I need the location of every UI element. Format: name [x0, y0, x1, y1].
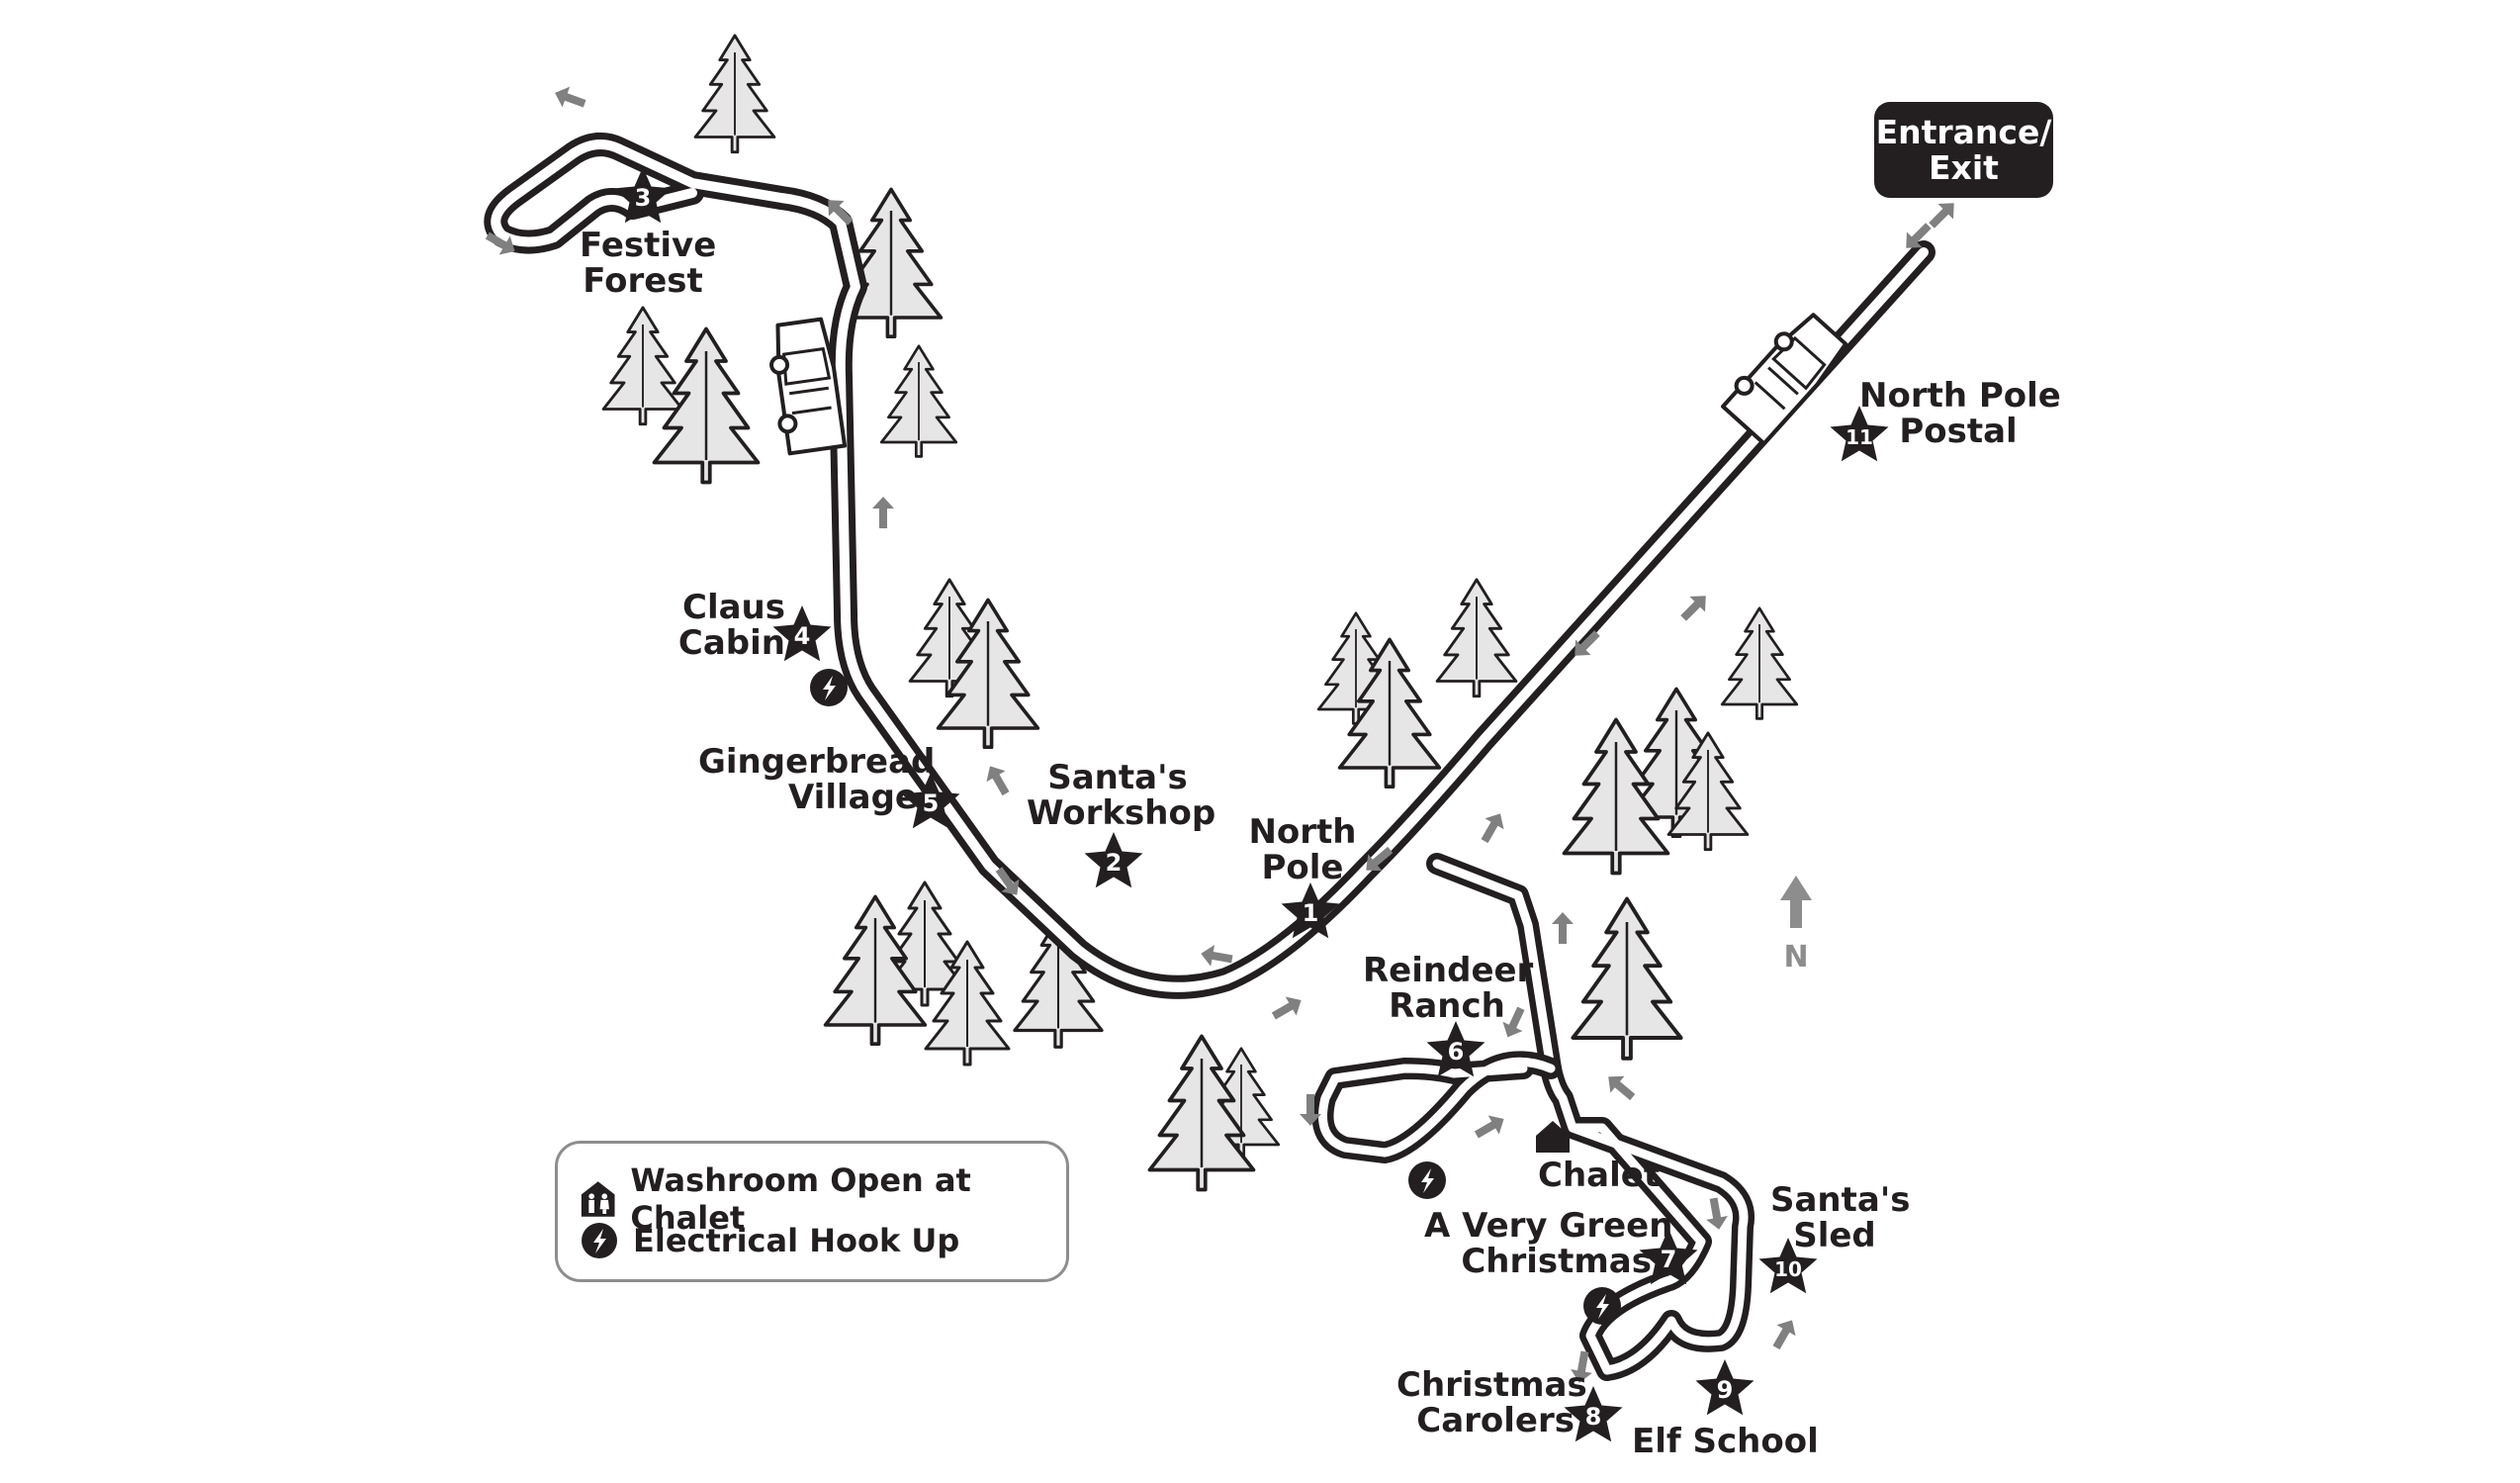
svg-text:7: 7: [1661, 1246, 1677, 1273]
chalet-icon: [1536, 1121, 1570, 1153]
arrow-icon: [1471, 1109, 1510, 1145]
arrow-icon: [1268, 990, 1307, 1026]
north-label: N: [1783, 940, 1809, 974]
star-marker-7: 7: [1639, 1229, 1698, 1285]
star-marker-10: 10: [1758, 1238, 1818, 1294]
arrow-icon: [1552, 912, 1574, 944]
legend-electrical-text: Electrical Hook Up: [633, 1222, 960, 1259]
star-marker-11: 11: [1830, 406, 1889, 462]
svg-text:6: 6: [1448, 1038, 1465, 1066]
lightning-bolt-icon: [582, 1223, 617, 1258]
star-marker-9: 9: [1695, 1359, 1755, 1416]
svg-text:9: 9: [1717, 1376, 1734, 1404]
road-south: [1426, 853, 1755, 1381]
star-marker-5: 5: [901, 773, 960, 829]
lightning-bolt-icon: [1583, 1287, 1621, 1325]
road-main: [484, 133, 1935, 999]
legend-electrical-row: Electrical Hook Up: [580, 1221, 959, 1260]
svg-text:2: 2: [1106, 849, 1123, 877]
arrow-icon: [1675, 588, 1714, 626]
star-marker-8: 8: [1564, 1386, 1623, 1442]
entrance-line1: Entrance/: [1875, 112, 2052, 151]
stop-markers: 1 2 3 4 5 6 7 8 9 10 11: [613, 167, 1889, 1442]
car-icon: [1716, 305, 1852, 446]
svg-text:11: 11: [1845, 425, 1873, 449]
legend-box: Washroom Open at Chalet Electrical Hook …: [555, 1141, 1069, 1282]
arrow-icon: [1702, 1196, 1730, 1232]
lightning-bolt-icon: [1408, 1161, 1446, 1199]
entrance-exit-box[interactable]: Entrance/ Exit: [1874, 102, 2053, 198]
svg-text:10: 10: [1774, 1257, 1802, 1281]
svg-text:5: 5: [923, 789, 940, 817]
tree-icon: [879, 344, 958, 458]
tree-icon: [1435, 578, 1518, 698]
north-arrow-icon: [1780, 876, 1812, 928]
stop-label-9: Elf School: [1632, 1422, 1819, 1461]
tree-icon: [601, 306, 684, 426]
star-marker-4: 4: [772, 605, 832, 662]
star-marker-1: 1: [1281, 882, 1340, 939]
chalet-label: Chalet: [1538, 1156, 1661, 1195]
arrow-icon: [980, 760, 1016, 799]
road-loop-west: [1311, 1051, 1562, 1163]
arrow-icon: [1475, 807, 1510, 847]
star-marker-3: 3: [613, 167, 673, 224]
svg-text:3: 3: [635, 184, 652, 212]
star-marker-6: 6: [1426, 1021, 1485, 1077]
entrance-line2: Exit: [1929, 147, 1999, 187]
svg-text:4: 4: [794, 622, 811, 650]
svg-text:8: 8: [1585, 1403, 1602, 1431]
star-marker-2: 2: [1084, 832, 1143, 888]
lightning-bolt-icon: [810, 669, 848, 706]
svg-text:1: 1: [1303, 899, 1319, 927]
arrow-icon: [1766, 1314, 1802, 1353]
tree-icon: [1571, 896, 1683, 1061]
legend-washroom-text: Washroom Open at Chalet: [630, 1161, 971, 1237]
arrow-icon: [872, 497, 894, 528]
arrow-icon: [1601, 1068, 1640, 1106]
legend-washroom-row: Washroom Open at Chalet: [580, 1161, 1066, 1237]
arrow-icon: [551, 82, 588, 115]
washroom-icon: [581, 1181, 615, 1217]
tree-icon: [693, 34, 776, 154]
tree-icon: [1720, 606, 1799, 720]
